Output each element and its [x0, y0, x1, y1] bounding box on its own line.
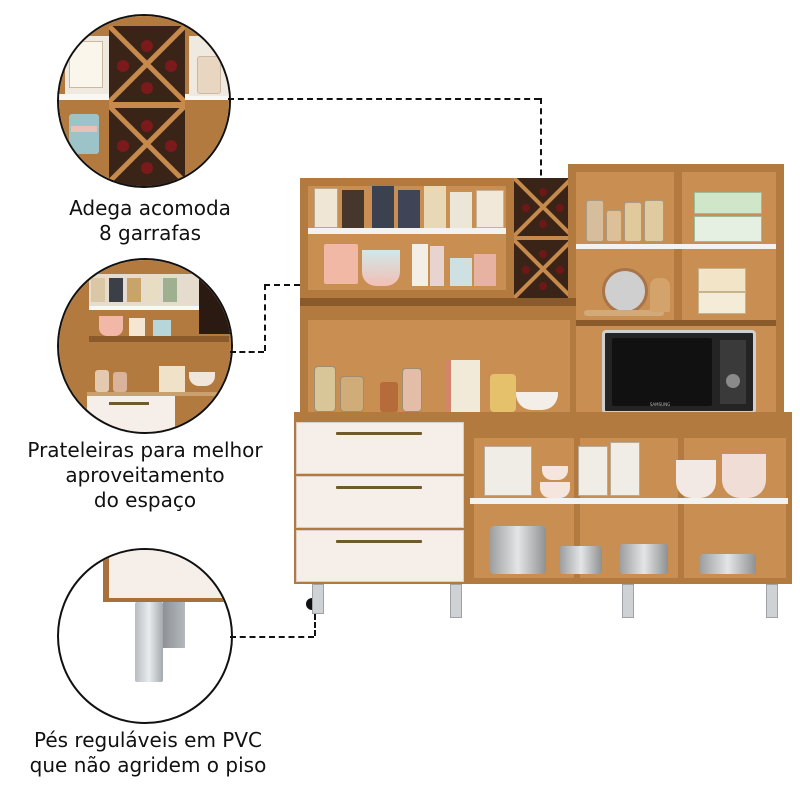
shelves-caption-line-1: Prateleiras para melhor [27, 438, 263, 462]
wine-rack-caption-line-2: 8 garrafas [98, 221, 202, 245]
wine-rack-icon [109, 26, 185, 186]
feet-connector-rise [314, 606, 316, 636]
wine-rack-caption: Adega acomoda 8 garrafas [20, 196, 280, 246]
shelves-caption-line-2: aproveitamento [65, 463, 225, 487]
cabinet-wine-rack [514, 178, 572, 298]
feet-detail-circle [57, 548, 233, 724]
adjustable-foot-4 [766, 584, 778, 618]
microwave-brand: SAMSUNG [649, 402, 671, 407]
wine-rack-connector-drop [540, 98, 542, 196]
shelves-connector-top [264, 284, 330, 286]
adjustable-foot-2 [450, 584, 462, 618]
wine-rack-detail-circle [57, 14, 231, 188]
kitchen-cabinet: SAMSUNG [290, 160, 800, 620]
shelves-connector [230, 351, 264, 353]
feet-caption-line-2: que não agridem o piso [29, 753, 267, 777]
shelves-caption: Prateleiras para melhor aproveitamento d… [0, 438, 290, 513]
shelves-connector-rise [264, 284, 266, 351]
wine-rack-caption-line-1: Adega acomoda [69, 196, 231, 220]
adjustable-foot-1 [312, 584, 324, 614]
wine-rack-connector [228, 98, 540, 100]
shelves-caption-line-3: do espaço [93, 488, 197, 512]
feet-connector [230, 636, 314, 638]
feet-caption: Pés reguláveis em PVC que não agridem o … [0, 728, 296, 778]
adjustable-foot-3 [622, 584, 634, 618]
shelves-detail-circle [57, 258, 233, 434]
feet-caption-line-1: Pés reguláveis em PVC [33, 728, 263, 752]
